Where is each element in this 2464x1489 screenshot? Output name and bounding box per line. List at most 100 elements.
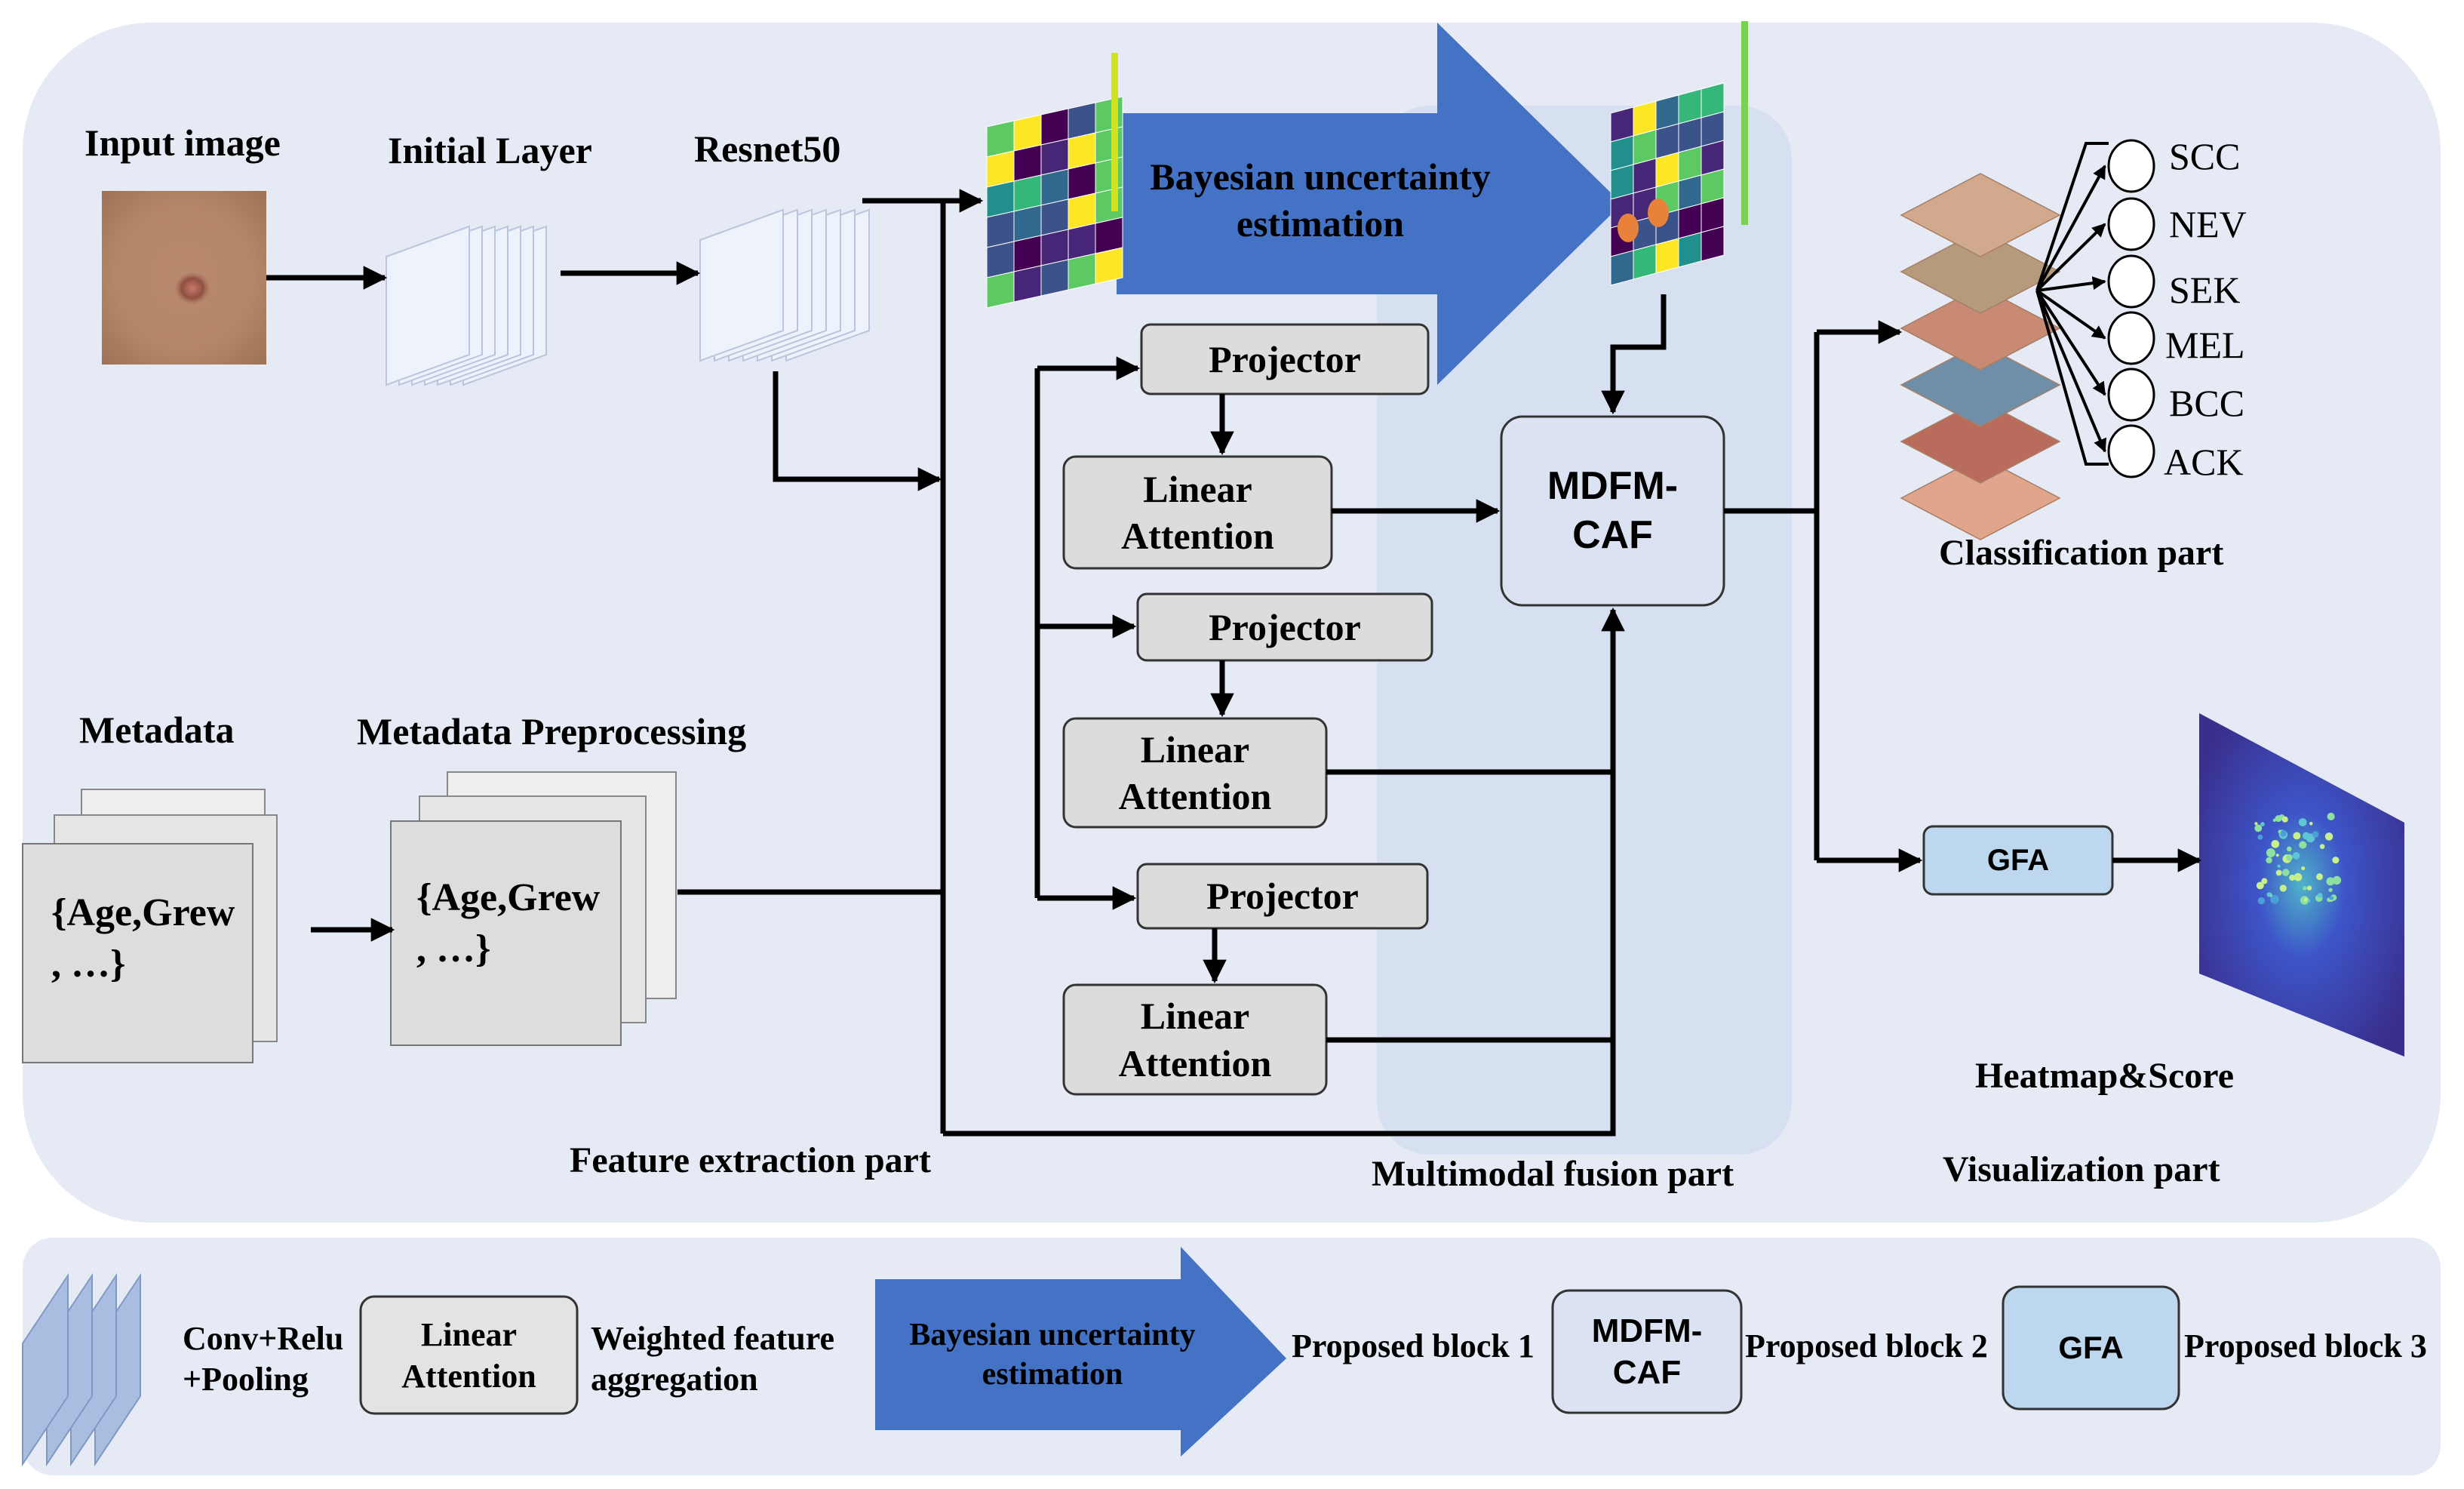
heatmap-hotspot [2257,897,2266,905]
mdfm-caf-text: MDFM- CAF [1501,417,1724,605]
connectors [266,189,2202,1137]
initial-layer-plate [386,225,470,386]
heatmap-hotspot [2293,832,2301,840]
legend-conv-stack [22,1272,141,1467]
class-label-mel: MEL [2165,324,2245,366]
heatmap-hotspot [2275,815,2282,823]
heatmap-hotspot [2303,897,2308,902]
bayesian-line1: Bayesian uncertainty [1150,155,1491,198]
arrow-fmap-to-mdfm [1601,294,1667,415]
class-node [2107,368,2155,422]
uncertainty-marker [1648,198,1669,227]
heatmap-hotspot [2302,832,2310,840]
class-fanout-arrow [2035,290,2106,453]
linear-attention-3-text: Linear Attention [1064,985,1326,1094]
legend-linear-text: Linear Attention [361,1297,577,1414]
heatmap-hotspot [2326,877,2335,886]
la2-line2: Attention [1118,775,1272,817]
heatmap-hotspot [2303,886,2307,891]
projector-box-1 [1140,323,1430,395]
bayesian-line2: estimation [1236,202,1405,245]
heatmap-hotspots [2254,812,2342,905]
gfa-text: GFA [1986,844,2050,877]
feature-map-cell [1095,247,1123,285]
heatmap-image [2199,713,2404,1057]
input-image-lesion [174,272,210,305]
heatmap-hotspot [2312,831,2319,838]
linear-attention-2-text: Linear Attention [1064,718,1326,827]
class-fanout-arrow [2035,289,2106,340]
heatmap-hotspot [2332,875,2342,885]
heatmap-hotspot [2316,873,2324,881]
initial-layer-label: Initial Layer [388,129,592,171]
feature-map-after-colorbar [1741,21,1748,225]
heatmap-hotspot [2270,895,2279,904]
heatmap-hotspot [2328,888,2333,892]
mdfm-line2: CAF [1572,513,1653,557]
legend-linear-line2: Attention [401,1357,536,1395]
heatmap-hotspot [2332,857,2340,864]
resnet50-stack [699,208,870,362]
class-label-nev: NEV [2169,203,2247,245]
class-label-ack: ACK [2164,441,2244,483]
feature-map-cell [1040,259,1069,297]
classification-slices [1900,173,2061,540]
feature-map-cell [1678,232,1702,268]
class-node [2107,197,2155,251]
class-fanout-arrow [2036,276,2106,292]
class-fanout-arrows [2035,142,2109,466]
class-fanout-arrow [2035,289,2106,396]
classification-part-label: Classification part [1939,533,2224,573]
heatmap-hotspot [2324,832,2333,841]
metadata-content-line2: , …} [51,943,126,986]
heatmap-hotspot [2272,818,2277,823]
heatmap-hotspot [2266,892,2272,897]
multimodal-fusion-part-label: Multimodal fusion part [1372,1154,1734,1194]
heatmap-hotspot [2266,857,2272,864]
legend-proposed-block-1: Proposed block 1 [1292,1327,1535,1364]
class-label-scc: SCC [2169,135,2241,177]
uncertainty-marker [1618,214,1639,242]
lesion-slice [1900,229,2061,314]
projector-1-text: Projector [1209,337,1361,380]
metadata-preprocessing-label: Metadata Preprocessing [357,710,747,752]
heatmap-hotspot [2256,881,2264,890]
heatmap-hotspot [2286,854,2293,861]
class-node [2107,424,2155,478]
heatmap-hotspot [2298,818,2307,826]
class-node [2107,254,2155,309]
class-fanout-top [2035,142,2109,291]
metadata-card-front [22,843,253,1063]
heatmap-hotspot [2289,874,2296,881]
projector-3-text: Projector [1206,875,1359,918]
heatmap-hotspot [2277,864,2281,868]
la3-line1: Linear [1140,995,1250,1037]
visualization-part-label: Visualization part [1943,1149,2220,1189]
la2-line1: Linear [1140,728,1250,771]
heatmap-hotspot [2309,821,2313,826]
legend-proposed-block-3: Proposed block 3 [2184,1327,2427,1364]
bayesian-label: Bayesian uncertainty estimation [1117,151,1524,249]
legend-linear-line1: Linear [420,1315,518,1353]
metadata-content-line1: {Age,Grew [51,891,235,934]
arrow-resnet-to-linear [773,371,942,491]
heatmap-hotspot [2299,841,2307,849]
metadata-label: Metadata [79,709,235,751]
heatmap-hotspot [2275,869,2282,876]
legend-bayesian-arrow [875,1247,1286,1457]
projector-box-3 [1136,863,1429,930]
legend-mdfm-text: MDFM- CAF [1553,1291,1741,1413]
la1-line1: Linear [1143,467,1252,510]
feature-map-after [1610,21,1748,286]
la3-line2: Attention [1118,1041,1272,1084]
heatmap-hotspot [2261,878,2268,884]
bayesian-arrow [1117,23,1622,385]
legend-weighted-line1: Weighted feature [591,1320,835,1357]
heatmap-hotspot [2260,822,2265,826]
class-label-bcc: BCC [2169,382,2245,424]
class-fanout-arrow [2035,165,2106,291]
legend-mdfm-line1: MDFM- [1591,1312,1703,1349]
heatmap-hotspot [2287,846,2292,852]
